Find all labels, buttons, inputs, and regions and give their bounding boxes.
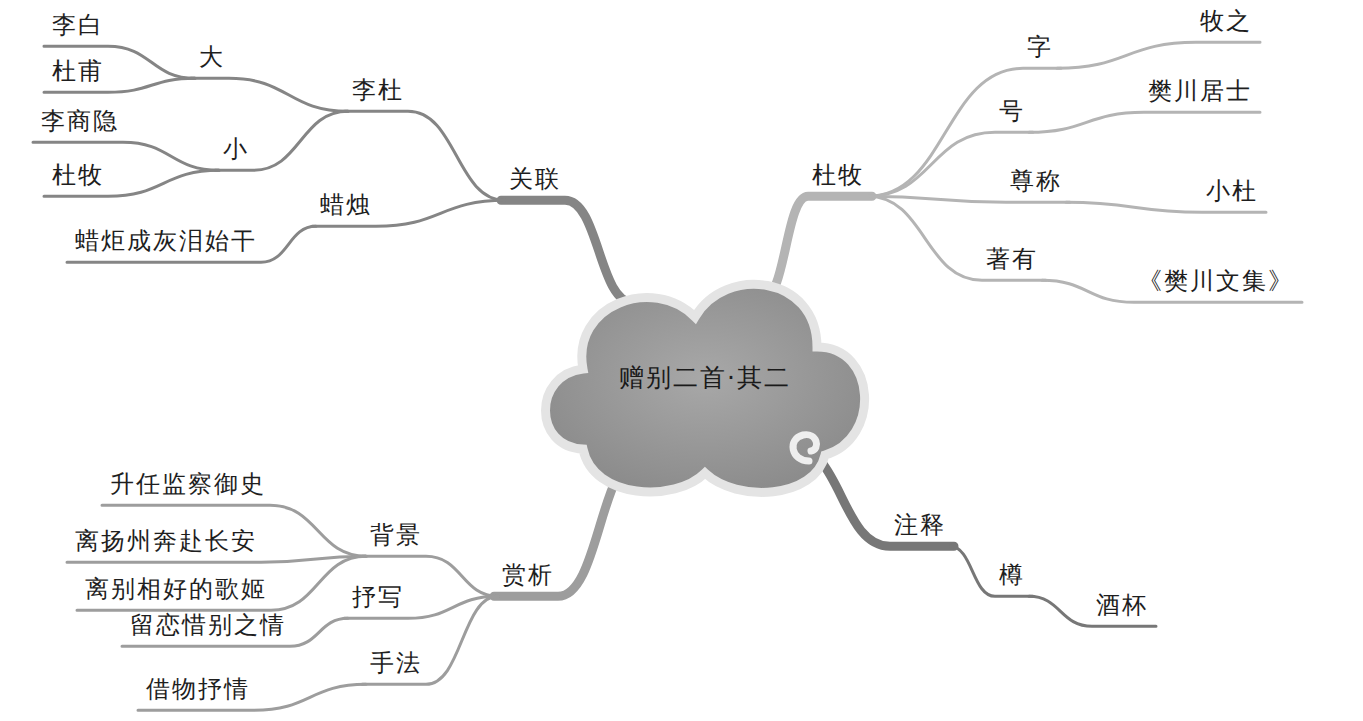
branch-line — [67, 226, 316, 262]
branch-topic: 赏析 — [498, 560, 558, 597]
topic-text: 著有 — [982, 244, 1042, 281]
central-topic: 赠别二首·其二 — [525, 247, 885, 509]
branch-topic: 大 — [195, 42, 229, 79]
branch-line — [764, 196, 872, 298]
branch-line — [1057, 42, 1260, 68]
topic-text: 樽 — [995, 560, 1029, 597]
branch-topic: 《樊川文集》 — [1134, 266, 1298, 303]
branch-topic: 李杜 — [348, 75, 408, 112]
branch-topic: 杜甫 — [48, 56, 108, 93]
topic-text: 背景 — [366, 520, 426, 557]
branch-topic: 樽 — [995, 560, 1029, 597]
topic-text: 酒杯 — [1092, 590, 1152, 627]
branch-topic: 关联 — [505, 164, 565, 201]
branch-topic: 借物抒情 — [142, 674, 254, 711]
topic-text: 杜甫 — [48, 56, 108, 93]
branch-line — [215, 111, 348, 170]
topic-text: 离别相好的歌姬 — [81, 574, 271, 611]
branch-topic: 小杜 — [1202, 176, 1262, 213]
branch-line — [191, 78, 348, 111]
branch-line — [868, 132, 1033, 196]
topic-text: 蜡炬成灰泪始干 — [71, 226, 261, 263]
topic-text: 杜牧 — [48, 160, 108, 197]
branch-topic: 手法 — [366, 648, 426, 685]
topic-text: 杜牧 — [808, 160, 868, 197]
branch-topic: 留恋惜别之情 — [126, 610, 290, 647]
branch-line — [77, 556, 366, 610]
topic-text: 蜡烛 — [316, 190, 376, 227]
branch-topic: 樊川居士 — [1144, 76, 1256, 113]
branch-topic: 升任监察御史 — [106, 469, 270, 506]
branch-topic: 离扬州奔赴长安 — [71, 526, 261, 563]
branch-line — [868, 196, 1046, 280]
branch-topic: 抒写 — [348, 582, 408, 619]
topic-text: 关联 — [505, 164, 565, 201]
branch-topic: 小 — [219, 134, 253, 171]
topic-text: 抒写 — [348, 582, 408, 619]
branch-topic: 蜡烛 — [316, 190, 376, 227]
topic-text: 小杜 — [1202, 176, 1262, 213]
branch-topic: 杜牧 — [808, 160, 868, 197]
branch-topic: 号 — [995, 96, 1029, 133]
topic-text: 留恋惜别之情 — [126, 610, 290, 647]
branch-line — [868, 196, 1070, 202]
topic-text: 大 — [195, 42, 229, 79]
cloud-outline — [546, 284, 865, 492]
topic-text: 尊称 — [1006, 166, 1066, 203]
branch-topic: 蜡炬成灰泪始干 — [71, 226, 261, 263]
branch-line — [501, 200, 633, 302]
topic-text: 离扬州奔赴长安 — [71, 526, 261, 563]
topic-text: 赏析 — [498, 560, 558, 597]
topic-text: 李杜 — [348, 75, 408, 112]
branch-topic: 离别相好的歌姬 — [81, 574, 271, 611]
topic-text: 注释 — [890, 510, 950, 547]
branch-line — [1029, 112, 1260, 132]
branch-topic: 背景 — [366, 520, 426, 557]
branch-topic: 李白 — [48, 10, 108, 47]
branch-topic: 杜牧 — [48, 160, 108, 197]
topic-text: 借物抒情 — [142, 674, 254, 711]
branch-topic: 牧之 — [1196, 6, 1256, 43]
branch-topic: 著有 — [982, 244, 1042, 281]
topic-text: 手法 — [366, 648, 426, 685]
branch-line — [950, 546, 1033, 596]
branch-topic: 酒杯 — [1092, 590, 1152, 627]
branch-line — [344, 111, 505, 200]
topic-text: 李白 — [48, 10, 108, 47]
topic-text: 升任监察御史 — [106, 469, 270, 506]
branch-topic: 尊称 — [1006, 166, 1066, 203]
branch-topic: 李商隐 — [37, 106, 123, 143]
topic-text: 小 — [219, 134, 253, 171]
topic-text: 樊川居士 — [1144, 76, 1256, 113]
branch-topic: 注释 — [890, 510, 950, 547]
topic-text: 牧之 — [1196, 6, 1256, 43]
topic-text: 李商隐 — [37, 106, 123, 143]
topic-text: 字 — [1023, 32, 1057, 69]
topic-text: 《樊川文集》 — [1134, 266, 1298, 303]
central-title: 赠别二首·其二 — [619, 364, 791, 393]
branch-topic: 字 — [1023, 32, 1057, 69]
topic-text: 号 — [995, 96, 1029, 133]
branch-line — [67, 556, 366, 562]
cloud-swirl — [793, 435, 817, 461]
